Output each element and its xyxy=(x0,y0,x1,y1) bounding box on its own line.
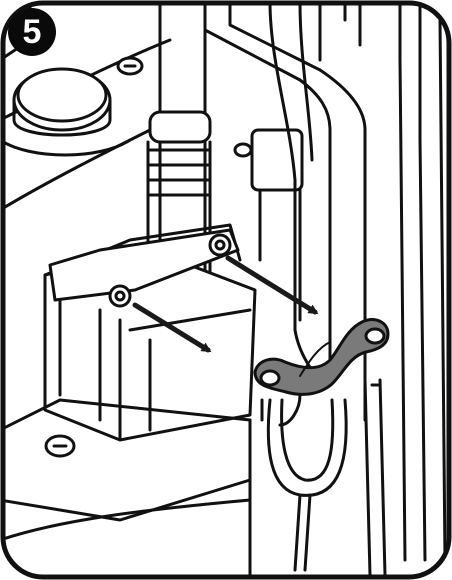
step-badge: 5 xyxy=(8,8,56,56)
base-plate xyxy=(2,398,252,577)
arrow-icon xyxy=(132,255,319,353)
filler-cap xyxy=(2,67,132,157)
step-number: 5 xyxy=(22,13,42,51)
plug-tab xyxy=(48,228,240,308)
rail xyxy=(363,378,387,577)
cable-clip xyxy=(253,318,390,427)
screw-top xyxy=(116,56,144,76)
cable-loop xyxy=(266,398,348,572)
transformer xyxy=(43,223,257,442)
cable-upper xyxy=(158,2,322,382)
